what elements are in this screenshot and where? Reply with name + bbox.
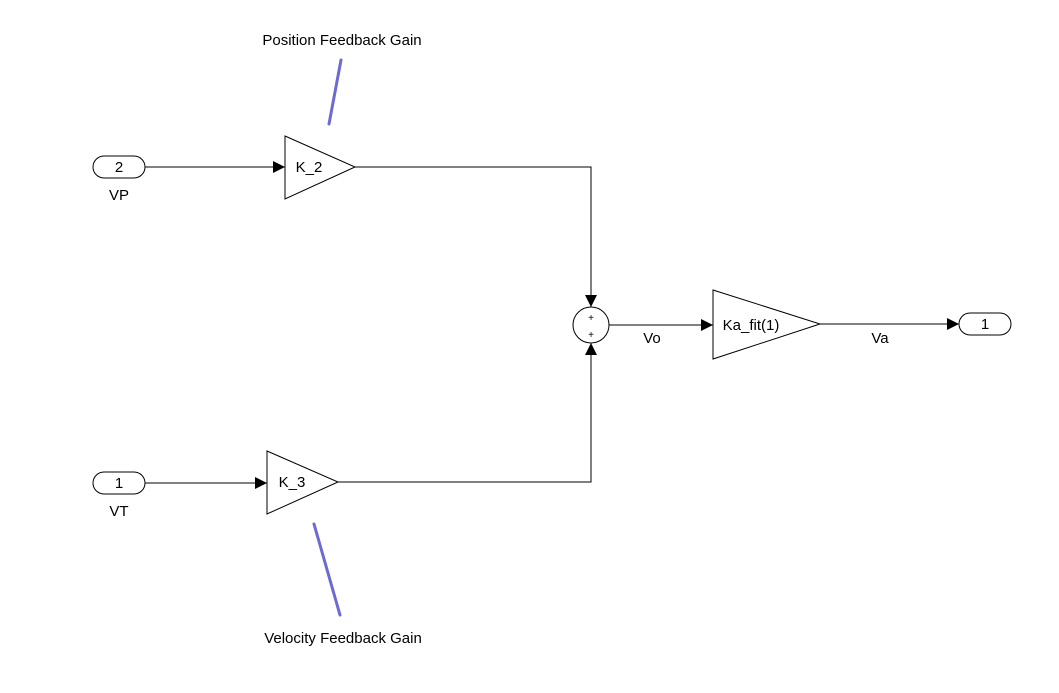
position-feedback-gain-annotation: Position Feedback Gain — [262, 32, 421, 49]
inport-vp-label: VP — [109, 187, 129, 204]
signal-label-va: Va — [871, 330, 889, 347]
gain-block-ka-fit[interactable]: Ka_fit(1) — [712, 289, 822, 360]
inport-vt[interactable]: 1 — [92, 471, 146, 495]
velocity-feedback-gain-annotation: Velocity Feedback Gain — [264, 630, 422, 647]
inport-vt-label: VT — [109, 503, 128, 520]
inport-vp[interactable]: 2 — [92, 155, 146, 179]
gain-block-k3[interactable]: K_3 — [266, 450, 340, 515]
sum-block[interactable]: + + — [572, 306, 610, 344]
wire-k2-to-sum[interactable] — [355, 166, 597, 307]
sum-sign-top: + — [588, 313, 594, 324]
gain-ka-fit-label: Ka_fit(1) — [723, 317, 780, 334]
gain-k2-label: K_2 — [296, 159, 323, 176]
gain-k3-label: K_3 — [279, 474, 306, 491]
inport-vt-number: 1 — [115, 475, 123, 492]
sum-sign-bottom: + — [588, 330, 594, 341]
signal-label-vo: Vo — [643, 330, 661, 347]
position-annotation-pointer — [327, 58, 343, 126]
velocity-annotation-pointer — [312, 522, 342, 617]
outport-1[interactable]: 1 — [958, 312, 1012, 336]
wire-k3-to-sum[interactable] — [338, 343, 597, 483]
gain-block-k2[interactable]: K_2 — [284, 135, 357, 200]
outport-number: 1 — [981, 316, 989, 333]
inport-vp-number: 2 — [115, 159, 123, 176]
